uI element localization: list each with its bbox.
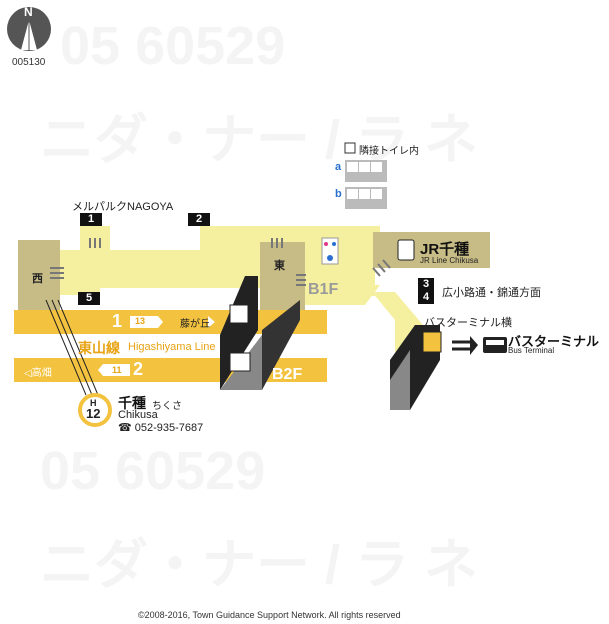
escalator-icon xyxy=(229,304,249,324)
station-name-kana: ちくさ xyxy=(152,401,182,412)
arrow-right-icon xyxy=(452,340,472,351)
hirokoji-label: 広小路通・錦通方面 xyxy=(442,287,541,299)
station-logo xyxy=(78,393,112,427)
compass-icon xyxy=(7,7,51,51)
b2f-label: B2F xyxy=(272,366,303,383)
station-line-letter: H xyxy=(90,398,97,408)
west-label: 西 xyxy=(32,273,43,285)
track-1-next: 13 xyxy=(135,316,146,326)
west-building xyxy=(18,240,60,320)
train-icon xyxy=(397,239,415,261)
toilet-b-label: b xyxy=(335,188,342,200)
elevator-icon xyxy=(422,331,442,353)
track-2-direction: ◁高畑 xyxy=(24,368,52,379)
bus-terminal-name: バスターミナル xyxy=(508,334,600,349)
toilet-a-label: a xyxy=(335,161,342,173)
station-phone: ☎ 052-935-7687 xyxy=(118,422,204,434)
station-name-en: Chikusa xyxy=(118,409,158,421)
toilet-note: 隣接トイレ内 xyxy=(359,146,419,157)
b1f-label: B1F xyxy=(308,281,339,298)
escalator-icon xyxy=(229,352,251,372)
exit-4[interactable]: 4 xyxy=(418,291,434,304)
bus-terminal-en: Bus Terminal xyxy=(508,346,555,355)
exit-5[interactable]: 5 xyxy=(78,292,100,305)
compass-north-label: N xyxy=(24,5,33,19)
bus-side-label: バスターミナル横 xyxy=(424,317,512,329)
copyright: ©2008-2016, Town Guidance Support Networ… xyxy=(138,610,401,620)
exit-2[interactable]: 2 xyxy=(188,213,210,226)
line-name-ja: 東山線 xyxy=(78,340,120,356)
exit-3[interactable]: 3 xyxy=(418,278,434,291)
exit-1[interactable]: 1 xyxy=(80,213,102,226)
meruparuku-label: メルパルクNAGOYA xyxy=(72,201,174,213)
jr-name: JR千種 xyxy=(420,241,470,258)
toilet-note-icon xyxy=(344,142,356,154)
track-2-number: 2 xyxy=(133,359,144,379)
station-name-ja: 千種 xyxy=(118,395,146,411)
track-2-next: 11 xyxy=(112,365,122,375)
station-number: 12 xyxy=(86,406,101,421)
track-1-number: 1 xyxy=(112,311,123,331)
map-code: 005130 xyxy=(12,57,46,68)
line-name-en: Higashiyama Line xyxy=(128,341,216,353)
jr-name-en: JR Line Chikusa xyxy=(420,256,479,265)
east-label: 東 xyxy=(274,260,285,272)
track-1-direction: 藤が丘 xyxy=(180,319,210,330)
